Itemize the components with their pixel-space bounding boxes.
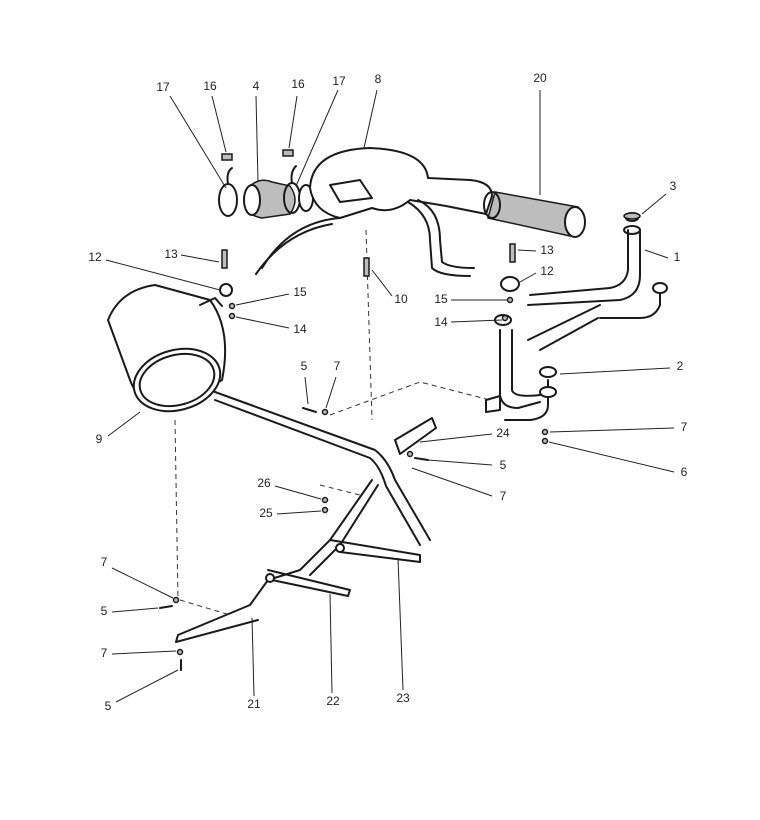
callout-7: 7 bbox=[681, 420, 688, 434]
callout-10: 10 bbox=[394, 292, 408, 306]
callout-24: 24 bbox=[496, 426, 510, 440]
callout-6: 6 bbox=[681, 465, 688, 479]
part-muffler bbox=[107, 284, 227, 413]
callout-23: 23 bbox=[396, 691, 410, 705]
callout-1: 1 bbox=[674, 250, 681, 264]
callout-15: 15 bbox=[434, 292, 448, 306]
callout-5: 5 bbox=[301, 359, 308, 373]
callout-7: 7 bbox=[101, 646, 108, 660]
callout-4: 4 bbox=[253, 79, 260, 93]
callout-12: 12 bbox=[540, 264, 554, 278]
callout-5: 5 bbox=[500, 458, 507, 472]
callout-17: 17 bbox=[156, 80, 170, 94]
callout-5: 5 bbox=[101, 604, 108, 618]
callout-25: 25 bbox=[259, 506, 273, 520]
callout-13: 13 bbox=[164, 247, 178, 261]
callout-7: 7 bbox=[334, 359, 341, 373]
callout-17: 17 bbox=[332, 74, 346, 88]
part-insulation-sleeve bbox=[483, 191, 586, 238]
callout-7: 7 bbox=[500, 489, 507, 503]
callout-20: 20 bbox=[533, 71, 547, 85]
callout-3: 3 bbox=[670, 179, 677, 193]
callout-leaders bbox=[105, 89, 675, 703]
callout-2: 2 bbox=[677, 359, 684, 373]
callout-22: 22 bbox=[326, 694, 340, 708]
part-tail-pipe-and-brackets bbox=[175, 391, 437, 643]
callout-9: 9 bbox=[96, 432, 103, 446]
callout-8: 8 bbox=[375, 72, 382, 86]
callout-26: 26 bbox=[257, 476, 271, 490]
callout-12: 12 bbox=[88, 250, 102, 264]
callout-7: 7 bbox=[101, 555, 108, 569]
callout-13: 13 bbox=[540, 243, 554, 257]
callout-14: 14 bbox=[434, 315, 448, 329]
part-air-duct bbox=[255, 147, 493, 277]
callout-21: 21 bbox=[247, 697, 261, 711]
part-bellows-assembly bbox=[218, 149, 314, 219]
callout-16: 16 bbox=[203, 79, 217, 93]
callout-labels: 17 16 4 16 17 8 20 3 1 13 12 15 14 10 13… bbox=[88, 71, 687, 713]
callout-5: 5 bbox=[105, 699, 112, 713]
fasteners bbox=[159, 212, 641, 671]
callout-14: 14 bbox=[293, 322, 307, 336]
callout-16: 16 bbox=[291, 77, 305, 91]
callout-15: 15 bbox=[293, 285, 307, 299]
